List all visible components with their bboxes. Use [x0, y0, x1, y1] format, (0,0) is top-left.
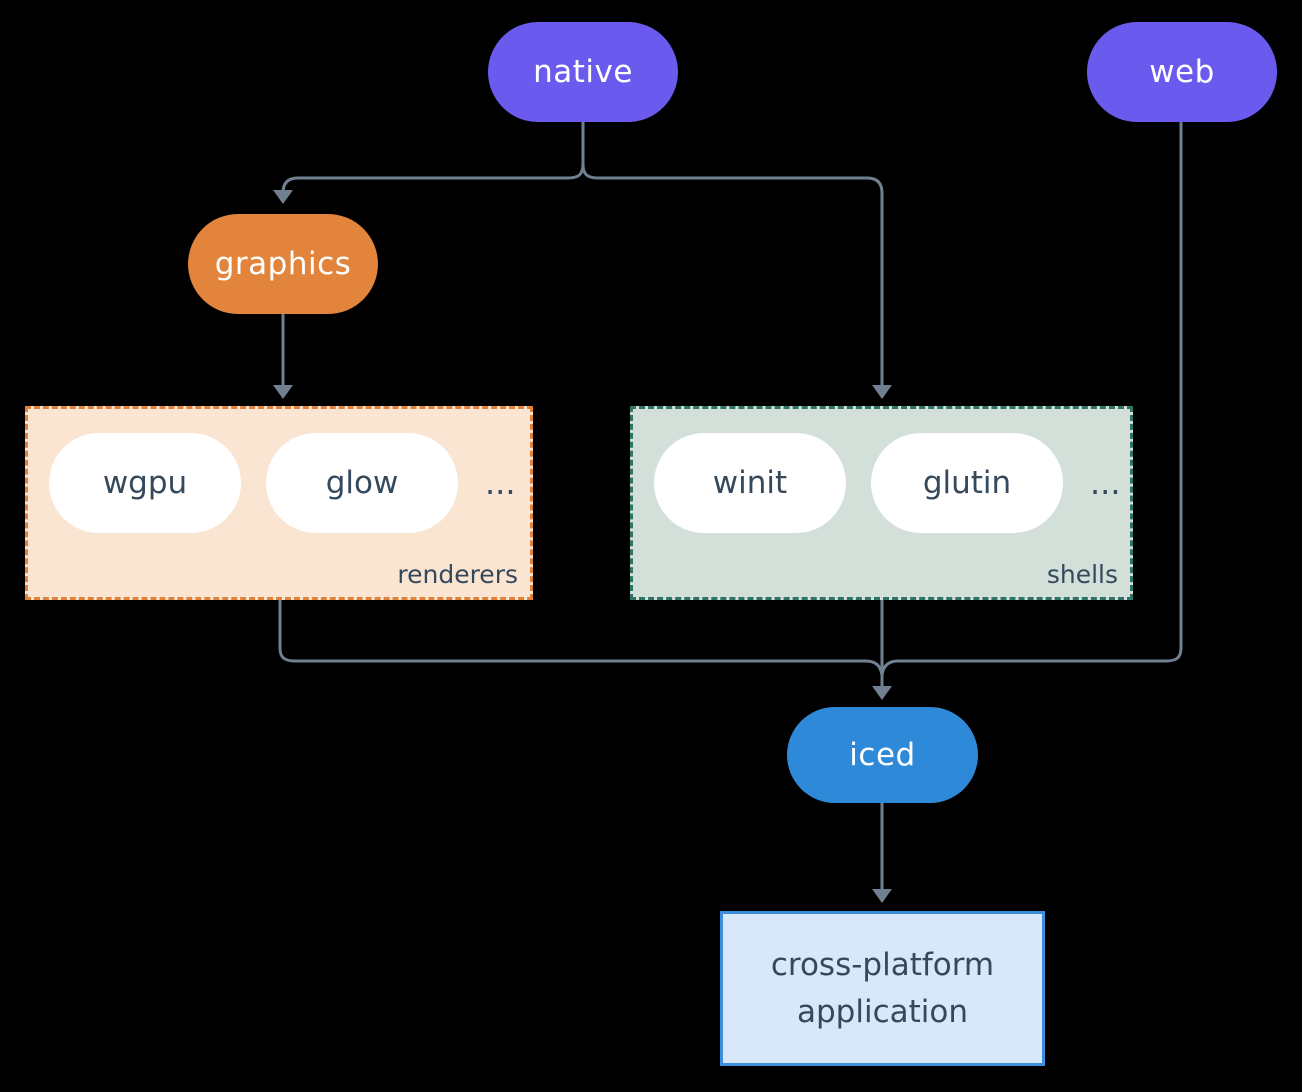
- group-shells-label: shells: [1046, 560, 1118, 589]
- group-shells: winit glutin ... shells: [630, 406, 1133, 600]
- renderers-ellipsis: ...: [485, 464, 516, 502]
- node-web-label: web: [1149, 54, 1215, 90]
- node-winit-label: winit: [712, 465, 788, 501]
- group-renderers: wgpu glow ... renderers: [25, 406, 533, 600]
- node-iced-label: iced: [849, 737, 916, 773]
- node-web: web: [1087, 22, 1277, 122]
- group-shells-row: winit glutin ...: [633, 409, 1130, 533]
- node-wgpu: wgpu: [49, 433, 241, 533]
- node-glutin-label: glutin: [922, 465, 1012, 501]
- app-label-line1: cross-platform: [770, 947, 995, 983]
- node-graphics: graphics: [188, 214, 378, 314]
- node-glutin: glutin: [871, 433, 1063, 533]
- group-renderers-row: wgpu glow ...: [28, 409, 530, 533]
- node-wgpu-label: wgpu: [102, 465, 188, 501]
- app-label-line2: application: [797, 993, 968, 1030]
- edge-renderers-merge: [278, 600, 884, 676]
- node-glow: glow: [266, 433, 458, 533]
- shells-ellipsis: ...: [1090, 464, 1121, 502]
- node-glow-label: glow: [325, 465, 399, 501]
- edge-native-graphics: [273, 163, 585, 204]
- edge-web-merge: [880, 122, 1183, 676]
- node-cross-platform-application: cross-platform application: [720, 911, 1045, 1066]
- group-renderers-label: renderers: [397, 560, 518, 589]
- node-native: native: [488, 22, 678, 122]
- edge-native-shells: [581, 163, 892, 399]
- node-winit: winit: [654, 433, 846, 533]
- node-iced: iced: [787, 707, 978, 803]
- node-native-label: native: [533, 54, 633, 90]
- node-graphics-label: graphics: [214, 246, 352, 282]
